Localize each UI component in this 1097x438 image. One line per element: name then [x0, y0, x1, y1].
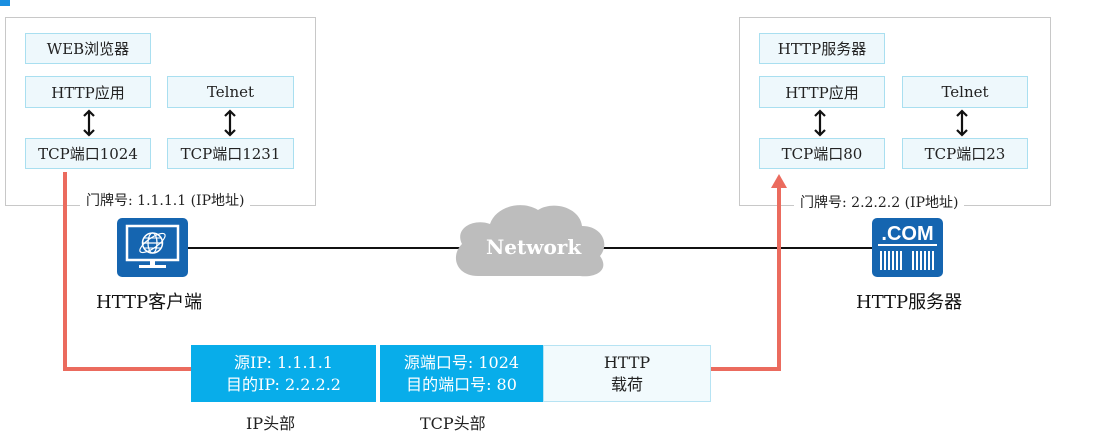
barcode-bar: [892, 251, 894, 270]
barcode-bar: [932, 251, 934, 270]
svg-text:.COM: .COM: [881, 223, 933, 245]
barcode-bar: [924, 251, 926, 270]
server-node-label: HTTP服务器: [856, 292, 963, 313]
dotcom-server-icon: .COM: [872, 218, 943, 277]
tcp-header-dst: 目的端口号: 80: [406, 374, 517, 394]
barcode-bar: [896, 251, 898, 270]
network-cloud-icon: [455, 205, 605, 277]
tcp-header-src: 源端口号: 1024: [403, 352, 520, 372]
server-http-app: HTTP应用: [759, 76, 885, 108]
barcode-bar: [900, 251, 902, 270]
flow-path-client-horizontal: [63, 367, 191, 371]
barcode-bar: [916, 251, 918, 270]
barcode-bar: [912, 251, 914, 270]
barcode-bar: [888, 251, 890, 270]
ip-header-block: 源IP: 1.1.1.1 目的IP: 2.2.2.2: [191, 345, 376, 402]
client-telnet-port: TCP端口1231: [167, 138, 294, 169]
client-ip-caption: 门牌号: 1.1.1.1 (IP地址): [80, 190, 251, 210]
double-arrow-icon: [814, 109, 826, 137]
flow-arrowhead-icon: [771, 174, 787, 188]
flow-path-server-up: [777, 186, 781, 371]
client-http-app: HTTP应用: [25, 76, 151, 108]
flow-path-client-down: [63, 172, 67, 370]
tcp-header-block: 源端口号: 1024 目的端口号: 80: [380, 345, 543, 402]
tcp-header-caption: TCP头部: [420, 414, 486, 433]
double-arrow-icon: [956, 109, 968, 137]
payload-line2: 载荷: [610, 374, 643, 394]
server-telnet-app: Telnet: [902, 76, 1028, 108]
corner-mark: [0, 0, 10, 6]
barcode-bar: [884, 251, 886, 270]
server-telnet-port: TCP端口23: [902, 138, 1028, 169]
server-http-port: TCP端口80: [759, 138, 885, 169]
network-label: Network: [486, 235, 582, 259]
http-payload-block: HTTP 载荷: [543, 345, 711, 402]
server-app-label: HTTP服务器: [759, 33, 885, 64]
ip-header-src: 源IP: 1.1.1.1: [234, 352, 333, 372]
ip-header-caption: IP头部: [246, 414, 296, 433]
computer-globe-icon: [117, 218, 188, 277]
barcode-bar: [928, 251, 930, 270]
barcode-bar: [880, 251, 882, 270]
server-ip-caption: 门牌号: 2.2.2.2 (IP地址): [794, 192, 965, 212]
ip-header-dst: 目的IP: 2.2.2.2: [226, 374, 341, 394]
payload-line1: HTTP: [603, 352, 651, 372]
client-http-port: TCP端口1024: [25, 138, 151, 169]
double-arrow-icon: [224, 109, 236, 137]
double-arrow-icon: [83, 109, 95, 137]
client-node-label: HTTP客户端: [96, 292, 203, 313]
barcode-bar: [920, 251, 922, 270]
client-app-label: WEB浏览器: [25, 33, 151, 64]
flow-path-server-horizontal: [711, 367, 781, 371]
client-telnet-app: Telnet: [167, 76, 294, 108]
